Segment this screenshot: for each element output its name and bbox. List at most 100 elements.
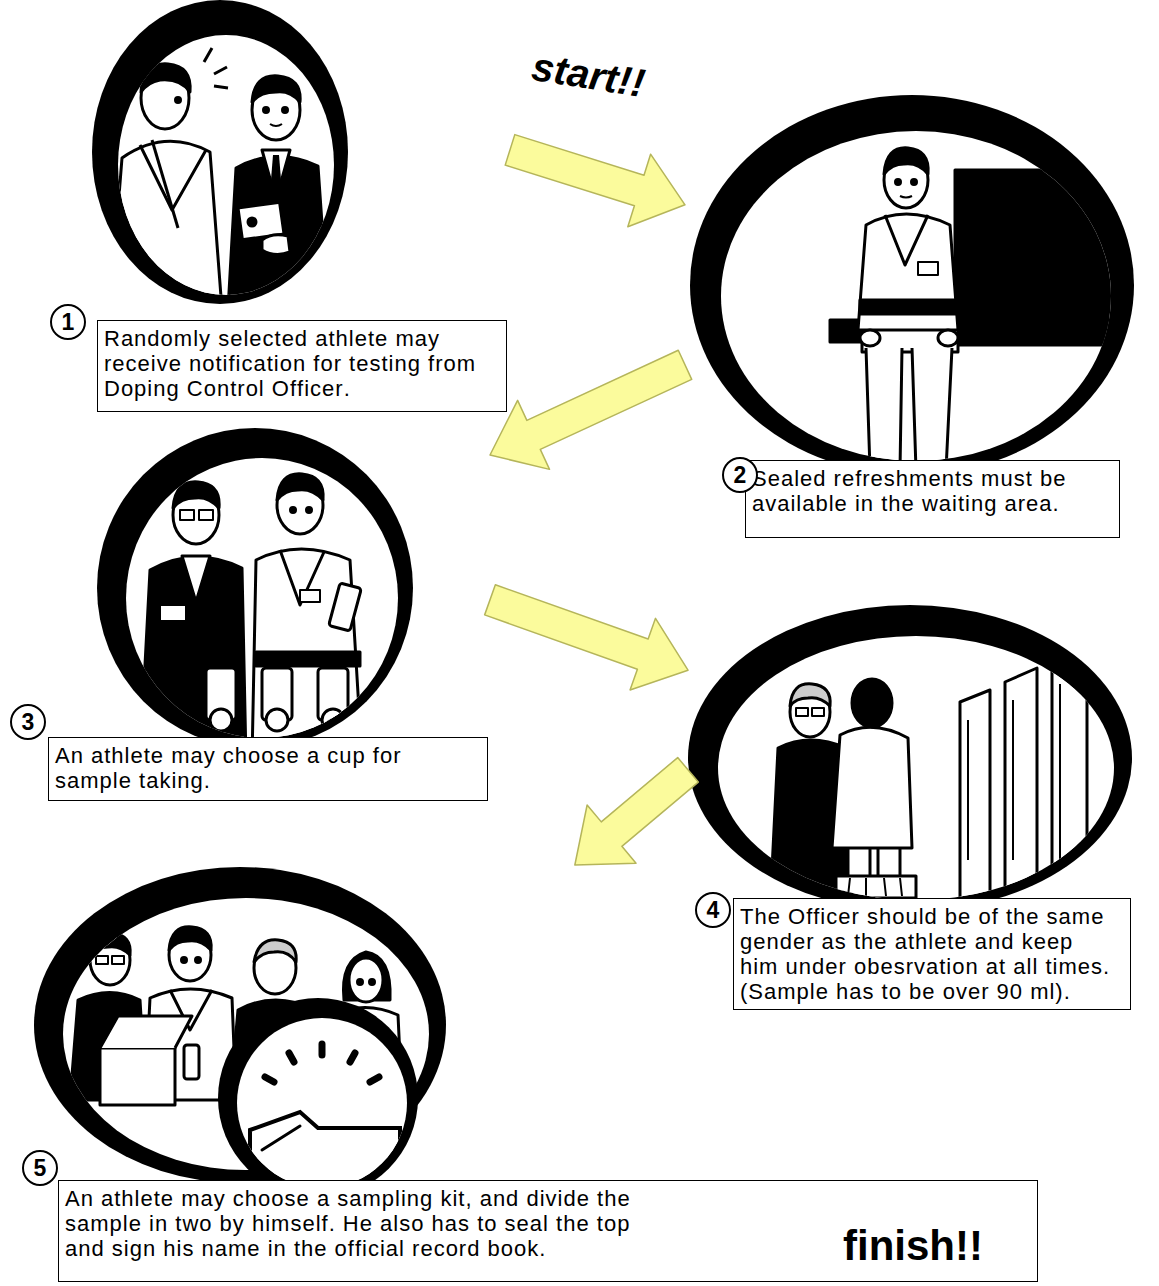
athlete-eye <box>182 958 187 963</box>
black-belt <box>256 652 360 666</box>
athlete-body <box>252 549 362 760</box>
flow-arrow <box>485 585 688 690</box>
officer-badge <box>160 605 186 621</box>
glasses <box>96 956 108 964</box>
urinal-panel <box>1005 668 1037 905</box>
glasses <box>199 510 213 520</box>
urinal-panel <box>1052 652 1087 905</box>
black-belt <box>860 300 958 314</box>
officer-suit <box>140 557 246 760</box>
kimono-fold <box>152 140 178 228</box>
sample-bottle <box>184 1045 199 1079</box>
gauge-ticks <box>265 1044 379 1082</box>
athlete-hand <box>938 330 958 346</box>
athlete-jacket <box>832 727 912 848</box>
waiting-scene <box>690 95 1134 475</box>
step-caption: Randomly selected athlete may receive no… <box>104 326 499 401</box>
caption-box: An athlete may choose a cup for sample t… <box>48 737 488 801</box>
athlete-hand <box>860 330 880 346</box>
callout-number: 4 <box>695 892 731 928</box>
step-caption: An athlete may choose a cup for sample t… <box>55 743 435 793</box>
lowered-trousers <box>836 876 916 898</box>
officer-eye <box>264 108 269 113</box>
caption-box: Sealed refreshments must be available in… <box>745 460 1120 538</box>
glasses <box>180 510 194 520</box>
urinal-panel <box>960 690 990 905</box>
flow-marker: finish!! <box>843 1222 983 1270</box>
step-card: Sealed refreshments must be available in… <box>685 90 1140 542</box>
spotlight-frame <box>690 95 1134 475</box>
officer-hand <box>262 235 290 255</box>
glasses <box>112 956 124 964</box>
officer-eye <box>283 108 288 113</box>
athlete-body <box>110 141 222 310</box>
callout-number: 1 <box>50 304 86 340</box>
flow-arrow <box>490 350 692 469</box>
scene-figures <box>140 474 362 760</box>
witness-eye <box>370 980 375 985</box>
officer-hair <box>252 76 300 102</box>
kit-lid <box>100 1016 192 1048</box>
cup-base <box>322 709 344 731</box>
seal-pointer <box>262 1126 300 1150</box>
athlete-eye <box>176 98 181 103</box>
officer-hair <box>90 933 130 955</box>
id-photo <box>248 218 256 226</box>
glasses <box>796 708 808 716</box>
grey-hair <box>254 940 296 962</box>
cup-base <box>210 709 232 731</box>
step-caption: Sealed refreshments must be available in… <box>752 466 1102 516</box>
callout-number: 2 <box>722 457 758 493</box>
athlete-eye <box>196 958 201 963</box>
officer-mouth <box>270 124 282 126</box>
witness-eye <box>358 980 363 985</box>
kimono-collar <box>280 550 324 605</box>
step-card: An athlete may choose a cup for sample t… <box>8 425 490 805</box>
flow-arrow <box>505 135 685 227</box>
cup-base <box>266 709 288 731</box>
sealing-scene <box>34 867 446 1200</box>
grey-hair <box>790 684 830 706</box>
witness-head <box>349 958 383 1002</box>
step-caption: The Officer should be of the same gender… <box>740 904 1114 1004</box>
spotlight-frame <box>688 605 1132 911</box>
step-card: Randomly selected athlete may receive no… <box>48 0 510 414</box>
caption-box: The Officer should be of the same gender… <box>733 898 1131 1010</box>
sampling-scene <box>688 605 1132 911</box>
athlete-hair <box>277 474 323 500</box>
athlete-head-back <box>852 679 892 727</box>
notification-scene <box>92 0 348 310</box>
athlete-mouth <box>900 196 912 198</box>
officer-tie <box>270 155 282 202</box>
athlete-hair <box>141 64 190 92</box>
athlete-hair <box>169 927 211 950</box>
athlete-eye <box>307 508 312 513</box>
athlete-leg <box>866 348 902 470</box>
officer-hair <box>173 482 219 508</box>
scene-figures <box>770 652 1087 910</box>
athlete-body <box>858 214 958 330</box>
kimono-collar <box>885 215 928 265</box>
held-cup <box>329 583 362 631</box>
surprise-lines <box>204 48 228 88</box>
sampling-kit-box <box>100 1048 175 1105</box>
glasses <box>812 708 824 716</box>
urinal-edge <box>968 684 1060 860</box>
name-badge <box>300 590 320 602</box>
caption-box: Randomly selected athlete may receive no… <box>97 320 507 412</box>
flow-arrow <box>575 758 698 865</box>
athlete-hair <box>884 148 928 174</box>
callout-number: 5 <box>22 1150 58 1186</box>
scene-figures <box>110 64 328 310</box>
athlete-eye <box>291 508 296 513</box>
kimono-collar <box>140 145 206 210</box>
athlete-eye <box>912 180 917 185</box>
officer-shirt <box>182 556 210 602</box>
flow-marker: start!! <box>529 44 648 106</box>
athlete-eye <box>896 180 901 185</box>
